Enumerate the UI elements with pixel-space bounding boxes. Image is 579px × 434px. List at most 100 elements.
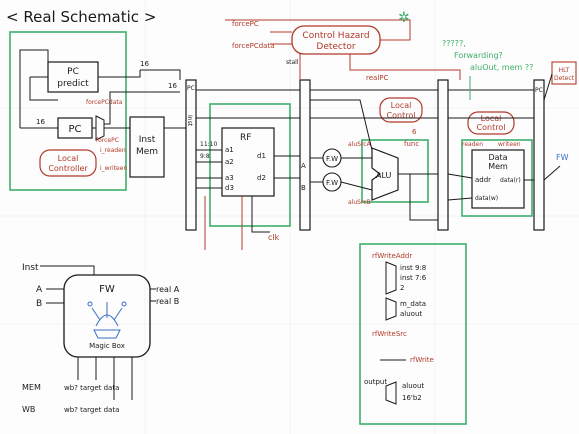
- legend-inst98: inst 9:8: [400, 264, 426, 272]
- local-control-2-box: [379, 97, 423, 123]
- magic-fw-label: FW: [99, 284, 115, 295]
- local-controller-line2: Controller: [48, 164, 88, 173]
- data-mem-line1: Data: [488, 153, 507, 162]
- hazard-stall: stall: [286, 59, 299, 66]
- hazard-line1: Control Hazard: [302, 31, 369, 41]
- bits-11-10: 11:10: [200, 141, 217, 148]
- legend-mux-1: [385, 261, 397, 295]
- memory-stage-box: [461, 139, 533, 217]
- rf-d2: d2: [257, 174, 266, 182]
- pc-label: PC: [68, 124, 81, 135]
- num-6: 6: [412, 128, 417, 136]
- pc-predict-label-2: predict: [57, 79, 89, 89]
- fetch-wires: [19, 49, 186, 129]
- local-control-2-l1: Local: [391, 101, 412, 110]
- legend-two: 2: [400, 284, 404, 292]
- func-label: func: [404, 140, 419, 148]
- hlt-line1: HLT: [559, 67, 570, 74]
- magic-box-label: Magic Box: [89, 342, 125, 350]
- bus-16-c: 16: [168, 82, 177, 90]
- local-controller-box: [39, 149, 97, 177]
- fw-box-real-a: real A: [156, 285, 180, 294]
- fw-box-b: B: [36, 299, 42, 309]
- local-controller-line1: Local: [58, 154, 79, 163]
- if-id-register: [185, 79, 197, 231]
- fw-box-wb-sig: wb? target data: [64, 406, 119, 414]
- id-ex-b-label: B: [301, 184, 306, 192]
- legend-aluout: aluout: [400, 310, 422, 318]
- fw-box-wires: [40, 265, 156, 400]
- legend-rfwriteaddr: rfWriteAddr: [372, 252, 412, 260]
- fw-box-a: A: [36, 285, 43, 295]
- fw-box-inst: Inst: [22, 263, 39, 273]
- alu-src-a: aluSrcA: [348, 141, 372, 148]
- sparkle-icon: ✲: [398, 10, 410, 26]
- annotation-line2: Forwarding?: [454, 51, 503, 60]
- data-mem-line2: Mem: [488, 162, 508, 171]
- bus-16-b: 16: [36, 118, 45, 126]
- pc-predict-line1: PC: [67, 67, 79, 77]
- legend-mux-2: [385, 297, 397, 321]
- local-control-2-l2: Control: [387, 111, 416, 120]
- data-mem-data-r: data(r): [500, 177, 521, 184]
- i-writeen-label: i_writeen: [100, 165, 127, 172]
- fw-box-mem-sig: wb? target data: [64, 384, 119, 392]
- rf-d1: d1: [257, 152, 266, 160]
- hazard-line2: Detector: [316, 42, 356, 52]
- alu-src-b: aluSrcB: [348, 199, 371, 206]
- decode-stage-box: [209, 103, 291, 227]
- writeen-label: writeen: [498, 141, 521, 148]
- rf-a1: a1: [225, 146, 234, 154]
- inst-mem-box: [129, 116, 165, 178]
- fw-circle-1-label: F.W: [326, 155, 338, 163]
- fw-box-real-b: real B: [156, 297, 179, 306]
- alu-label: ALU: [376, 171, 392, 180]
- legend-mux-3: [385, 381, 397, 405]
- rf-a3: a3: [225, 174, 234, 182]
- i-readen-label: i_readen: [100, 147, 126, 154]
- data-mem-data-w: data(w): [475, 195, 498, 202]
- memory-wires: [447, 73, 561, 201]
- fetch-stage-box: [9, 31, 127, 191]
- decode-red-wires: [204, 196, 243, 250]
- magic-box: [63, 274, 151, 358]
- fw-box-mem: MEM: [22, 383, 41, 392]
- legend-inst76: inst 7:6: [400, 274, 427, 282]
- mem-wb-register: [533, 79, 545, 231]
- legend-bits: 16'b2: [402, 394, 422, 402]
- legend-aluout2: aluout: [402, 382, 424, 390]
- id-ex-register: [299, 79, 311, 231]
- clk-label: clk: [268, 233, 280, 242]
- hazard-forcepc: forcePC: [232, 20, 259, 28]
- if-id-pc-label: PC: [187, 85, 195, 92]
- hlt-detect-box: [551, 61, 577, 85]
- rf-label: RF: [240, 133, 251, 143]
- if-id-inst-label: Inst: [186, 115, 193, 127]
- force-pcdata-label: forcePCdata: [86, 99, 123, 106]
- ex-mem-register: [437, 79, 449, 231]
- bus-16-a: 16: [140, 60, 149, 68]
- rf-a2: a2: [225, 158, 234, 166]
- local-control-3-box: [467, 111, 515, 135]
- data-mem-box: [471, 149, 525, 209]
- readen-label: readen: [462, 141, 483, 148]
- rf-d3: d3: [225, 184, 234, 192]
- legend-mdata: m_data: [400, 300, 426, 308]
- annotation-line1: ?????,: [442, 39, 466, 48]
- legend-rfwritesrc: rfWriteSrc: [372, 330, 407, 338]
- mem-wb-pc-label: PC: [535, 87, 543, 94]
- force-pc-label: forcePC: [96, 137, 119, 144]
- fetch-mux: [95, 115, 105, 141]
- mux-legend-box: [359, 243, 467, 425]
- hazard-forcepcdata: forcePCdata: [232, 42, 275, 50]
- execute-wires: [310, 89, 438, 221]
- inst-mem-line2: Mem: [136, 147, 158, 157]
- pc-predict-label: PC: [67, 67, 79, 77]
- annotation-line3: aluOut, mem ??: [470, 63, 533, 72]
- decode-wires: [196, 89, 300, 233]
- local-control-3-l2: Control: [477, 123, 506, 132]
- inst-mem-line1: Inst: [139, 135, 156, 145]
- hazard-realpc: realPC: [366, 74, 388, 82]
